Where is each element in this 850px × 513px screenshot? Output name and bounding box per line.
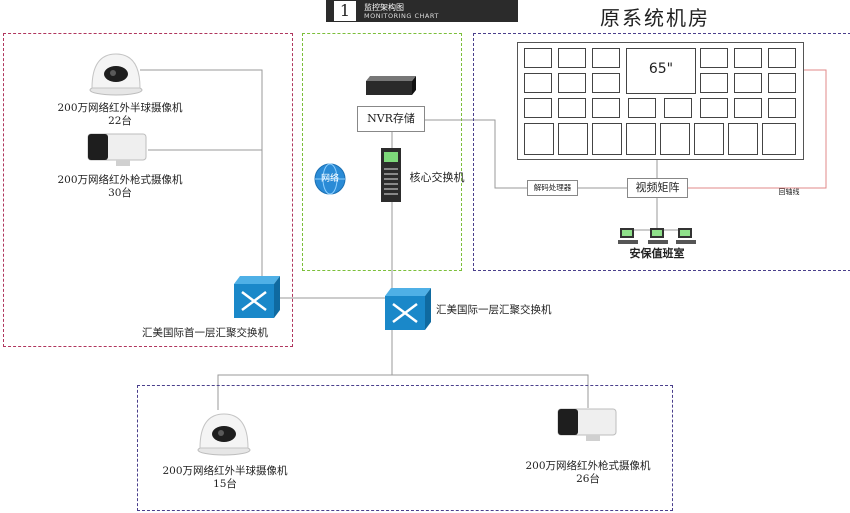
center-region	[302, 33, 462, 271]
header-title: 监控架构图	[364, 3, 404, 12]
room-title: 原系统机房	[600, 6, 710, 30]
bottom-dome-camera-label: 200万网络红外半球摄像机	[162, 465, 288, 477]
dome-camera-icon	[89, 53, 143, 96]
core-switch-label: 核心交换机	[409, 171, 465, 184]
bottom-dome-camera-icon	[197, 413, 251, 456]
left-switch-icon	[234, 276, 280, 318]
core-switch-icon	[381, 148, 401, 202]
left-dome-camera-label: 200万网络红外半球摄像机	[57, 102, 183, 114]
network-label: 网络	[320, 174, 339, 184]
security-room-label: 安保值班室	[629, 247, 685, 260]
video-matrix-label: 视频矩阵	[635, 181, 680, 194]
left-region	[3, 33, 293, 347]
bottom-bullet-camera-count: 26台	[576, 473, 600, 485]
nvr-storage-label: NVR存储	[367, 112, 415, 125]
left-dome-camera-count: 22台	[108, 115, 132, 127]
agg-switch-label: 汇美国际一层汇聚交换机	[436, 304, 552, 316]
nvr-storage-box: NVR存储	[357, 106, 425, 132]
bottom-dome-camera-count: 15台	[213, 478, 237, 490]
workstation-icons	[618, 228, 696, 244]
left-bullet-camera-count: 30台	[108, 187, 132, 199]
decoder-box: 解码处理器	[527, 180, 578, 196]
right-region	[473, 33, 850, 271]
bottom-bullet-camera-label: 200万网络红外枪式摄像机	[525, 460, 651, 472]
header-banner: 1 监控架构图 MONITORING CHART	[326, 0, 518, 22]
bullet-camera-icon	[87, 133, 147, 166]
agg-switch-icon	[385, 288, 431, 330]
decoder-label: 解码处理器	[533, 183, 572, 192]
workstation-icon	[618, 228, 638, 244]
return-line-label: 回轴线	[778, 188, 800, 196]
nvr-device-icon	[366, 76, 416, 95]
header-number: 1	[334, 1, 356, 21]
left-bullet-camera-label: 200万网络红外枪式摄像机	[57, 174, 183, 186]
video-wall	[517, 42, 804, 160]
header-subtitle: MONITORING CHART	[364, 12, 439, 20]
bottom-region	[137, 385, 673, 511]
bottom-bullet-camera-icon	[557, 408, 617, 441]
network-globe-icon	[314, 163, 346, 195]
left-switch-label: 汇美国际首一层汇聚交换机	[142, 327, 268, 339]
video-matrix-box: 视频矩阵	[627, 178, 688, 198]
big-screen-label: 65"	[648, 61, 674, 77]
